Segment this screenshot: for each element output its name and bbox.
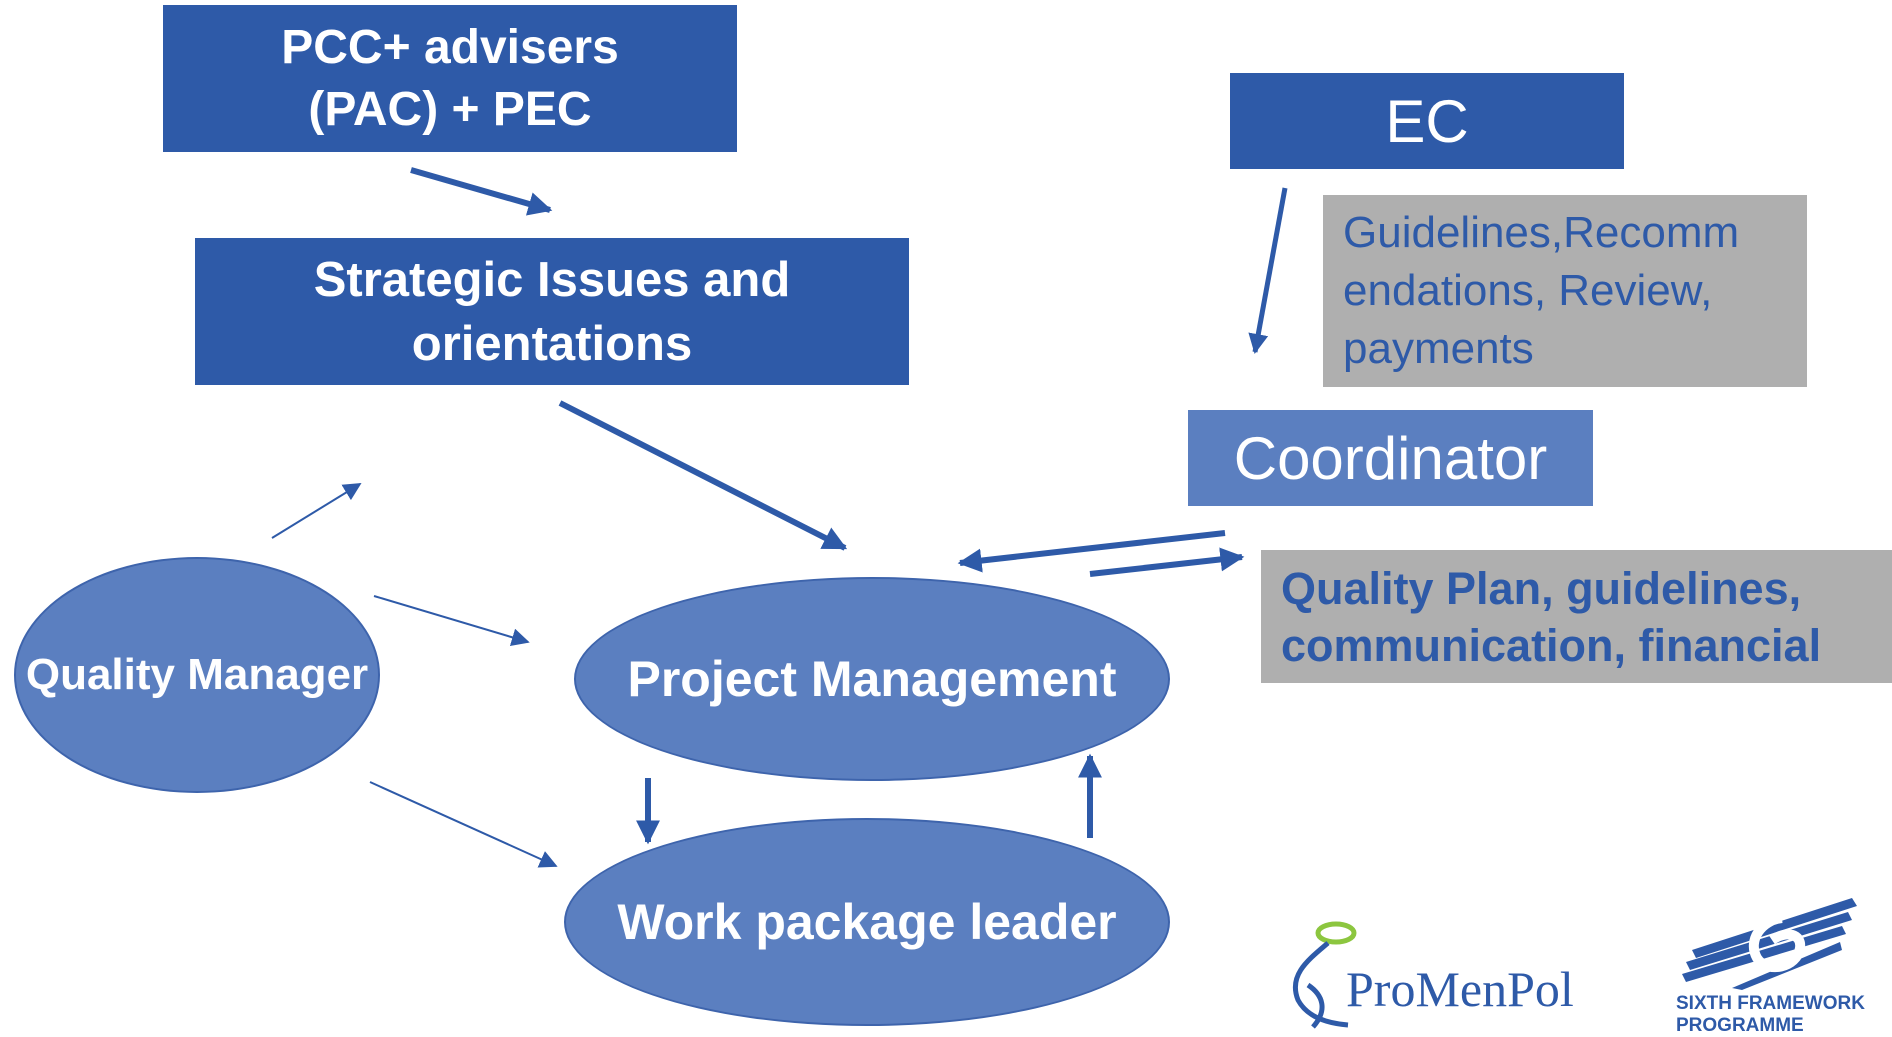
- coordinator-note: Quality Plan, guidelines, communication,…: [1261, 550, 1892, 683]
- work-package-leader-ellipse: Work package leader: [564, 818, 1170, 1026]
- strategic-line1: Strategic Issues and: [313, 252, 791, 307]
- arrow-quality-manager-up: [271, 483, 362, 539]
- arrow-quality-manager-to-project: [373, 595, 530, 646]
- promenpol-logo: ProMenPol: [1268, 915, 1588, 1029]
- ec-note-line2: endations, Review,: [1343, 266, 1713, 315]
- arrow-coordinator-to-project: [957, 530, 1226, 573]
- sixth-framework-line2: PROGRAMME: [1676, 1015, 1804, 1036]
- coordinator-box: Coordinator: [1188, 410, 1593, 506]
- work-package-leader-label: Work package leader: [617, 894, 1117, 950]
- ec-label: EC: [1385, 87, 1469, 155]
- ec-note-line1: Guidelines,Recomm: [1343, 208, 1740, 257]
- arrow-strategic-to-project: [558, 400, 848, 551]
- promenpol-figure-icon: [1292, 921, 1357, 1029]
- arrow-ec-to-coordinator: [1248, 187, 1288, 354]
- quality-manager-label: Quality Manager: [25, 650, 369, 699]
- sixth-framework-caption: SIXTH FRAMEWORK PROGRAMME: [1676, 993, 1865, 1037]
- project-management-ellipse: Project Management: [574, 577, 1170, 781]
- ec-note-line3: payments: [1343, 324, 1534, 373]
- sixth-framework-line1: SIXTH FRAMEWORK: [1676, 993, 1865, 1014]
- arrow-quality-manager-to-workpackage: [369, 781, 558, 868]
- pac-line1: PCC+ advisers: [281, 20, 619, 74]
- coord-note-line1: Quality Plan, guidelines,: [1281, 562, 1802, 614]
- arrow-pac-to-strategic: [410, 167, 553, 216]
- quality-manager-ellipse: Quality Manager: [14, 557, 380, 793]
- arrow-project-to-coord-note: [1089, 547, 1245, 577]
- coordinator-label: Coordinator: [1233, 424, 1548, 492]
- pac-box: PCC+ advisers (PAC) + PEC: [163, 5, 737, 152]
- promenpol-text: ProMenPol: [1346, 961, 1574, 1017]
- ec-note: Guidelines,Recomm endations, Review, pay…: [1323, 195, 1807, 387]
- coord-note-line2: communication, financial: [1281, 619, 1822, 671]
- project-management-label: Project Management: [627, 651, 1117, 707]
- pac-line2: (PAC) + PEC: [308, 82, 592, 136]
- strategic-line2: orientations: [411, 316, 693, 371]
- sixth-framework-emblem-icon: [1682, 898, 1857, 990]
- sixth-framework-logo: SIXTH FRAMEWORK PROGRAMME: [1672, 890, 1872, 1036]
- ec-box: EC: [1230, 73, 1624, 169]
- strategic-box: Strategic Issues and orientations: [195, 238, 909, 385]
